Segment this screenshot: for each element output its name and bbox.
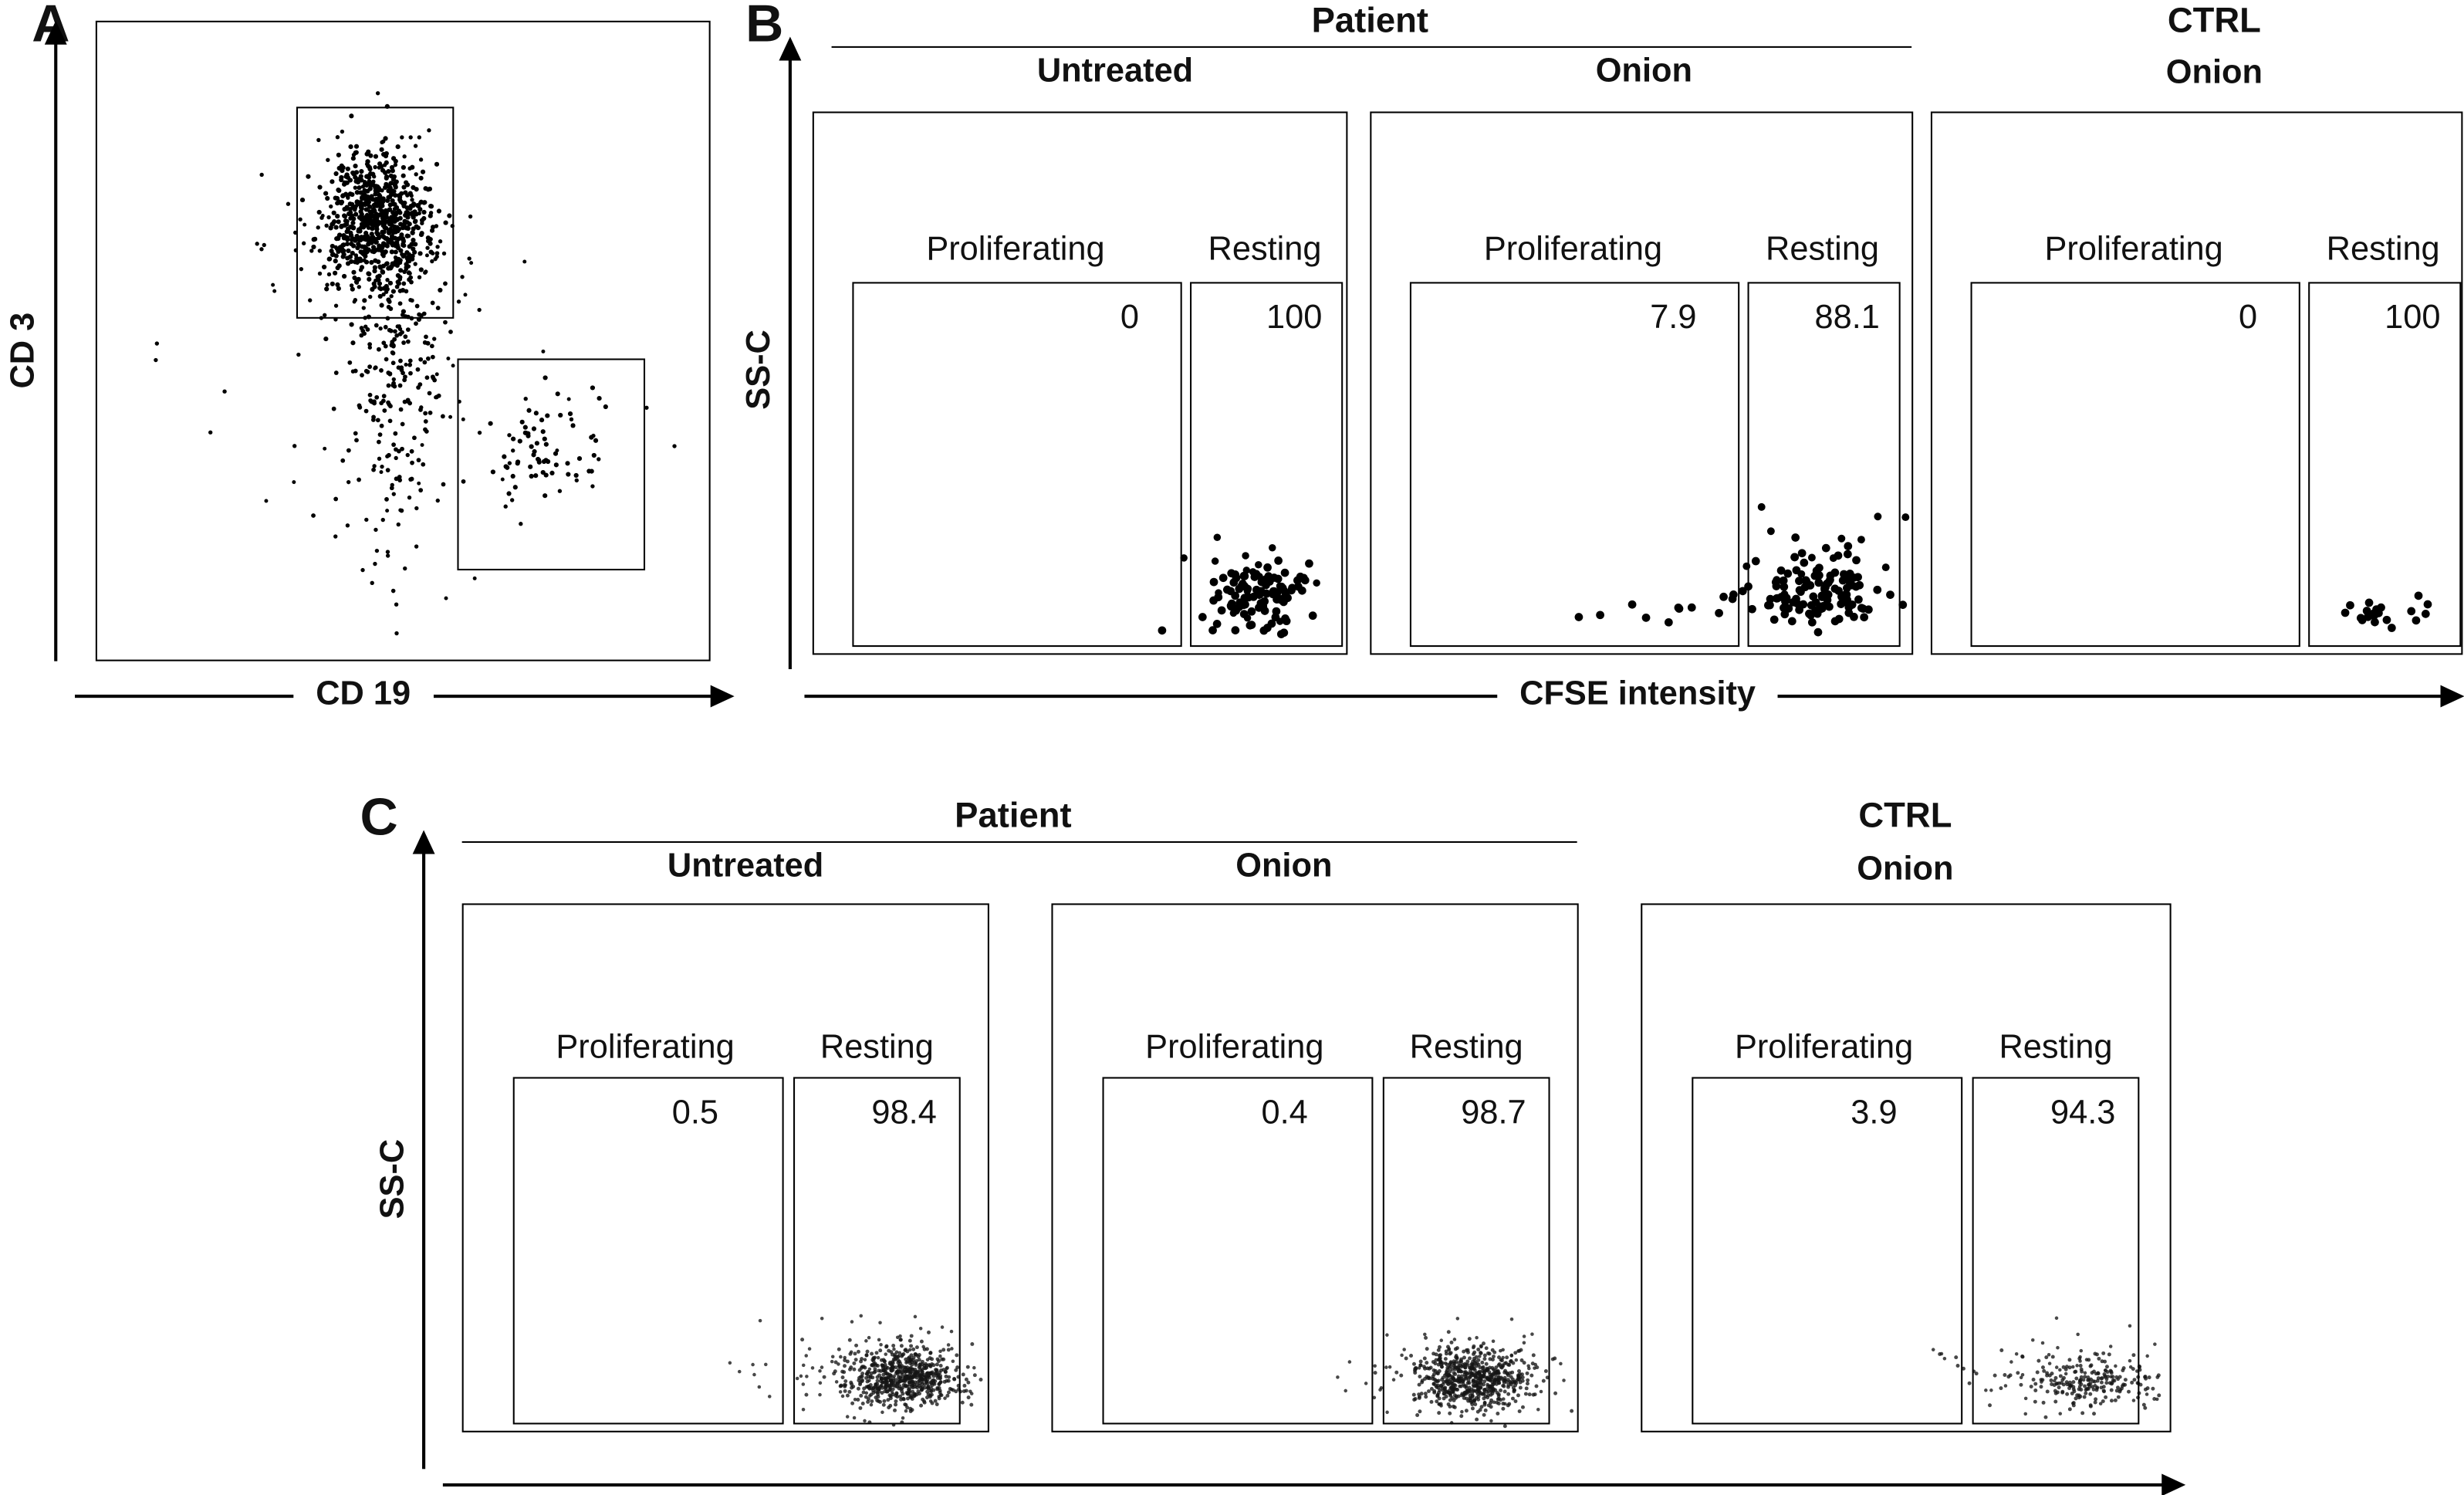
gate-label-resting: Resting	[1208, 231, 1322, 268]
panel-c-patient-underline	[461, 841, 1577, 844]
panel-a-x-axis-label: CD 19	[293, 675, 434, 714]
panel-a-y-axis-arrow	[43, 20, 66, 661]
panel-c-y-axis-arrow	[411, 830, 434, 1470]
proliferating-value: 0.4	[1261, 1094, 1308, 1131]
scatter-dots	[1158, 533, 1320, 638]
panel-c-x-axis-arrow	[442, 1473, 2186, 1495]
resting-value: 100	[1266, 299, 1323, 337]
proliferating-gate: 0	[852, 282, 1182, 648]
gate-label-proliferating: Proliferating	[2044, 231, 2223, 268]
resting-value: 88.1	[1814, 299, 1880, 337]
resting-gate: 100	[1190, 282, 1344, 648]
panel-b-y-axis-arrow	[778, 36, 801, 670]
scatter-dots	[1574, 502, 1910, 637]
panel-b-patient-underline	[831, 46, 1912, 48]
resting-gate: 94.3	[1972, 1077, 2140, 1425]
panel-b-condition-untreated: Untreated	[1036, 52, 1194, 90]
flow-plot-b-ctrl-onion: Proliferating Resting 0 100	[1930, 111, 2463, 655]
panel-c-condition-untreated: Untreated	[667, 847, 824, 884]
proliferating-value: 7.9	[1650, 299, 1697, 337]
resting-gate: 98.4	[793, 1077, 961, 1425]
resting-gate: 98.7	[1382, 1077, 1550, 1425]
proliferating-value: 3.9	[1851, 1094, 1898, 1131]
proliferating-gate: 7.9	[1409, 282, 1740, 648]
resting-value: 98.7	[1461, 1094, 1526, 1131]
gate-label-resting: Resting	[1409, 1029, 1523, 1067]
flow-plot-b-patient-onion: Proliferating Resting 7.9 88.1	[1370, 111, 1914, 655]
panel-c-patient-header: Patient	[955, 795, 1072, 835]
proliferating-gate: 0.5	[512, 1077, 784, 1425]
flow-plot-b-patient-untreated: Proliferating Resting 0 100	[812, 111, 1348, 655]
panel-a-gate	[296, 107, 455, 319]
scatter-dots	[1931, 1316, 2161, 1419]
panel-a-plot	[95, 20, 711, 661]
gate-label-proliferating: Proliferating	[1145, 1029, 1324, 1067]
panel-c-ctrl-header: CTRL	[1858, 795, 1952, 835]
proliferating-value: 0	[2238, 299, 2258, 337]
panel-c-y-axis-label: SS-C	[374, 1138, 411, 1219]
proliferating-gate: 3.9	[1692, 1077, 1963, 1425]
scatter-dots	[728, 1314, 983, 1427]
gate-label-proliferating: Proliferating	[1483, 231, 1663, 268]
gate-label-resting: Resting	[1999, 1029, 2113, 1067]
gate-label-resting: Resting	[820, 1029, 934, 1067]
gate-label-proliferating: Proliferating	[1734, 1029, 1914, 1067]
panel-b-ctrl-header: CTRL	[2167, 0, 2261, 40]
panel-c-condition-onion: Onion	[1235, 847, 1333, 884]
resting-gate: 88.1	[1747, 282, 1901, 648]
resting-value: 100	[2385, 299, 2441, 337]
gate-label-resting: Resting	[2326, 231, 2440, 268]
flow-plot-c-ctrl-onion: Proliferating Resting 3.9 94.3	[1641, 903, 2172, 1432]
flow-plot-c-patient-onion: Proliferating Resting 0.4 98.7	[1051, 903, 1579, 1432]
resting-value: 94.3	[2050, 1094, 2116, 1131]
gate-label-proliferating: Proliferating	[556, 1029, 735, 1067]
panel-a-scatter-dots	[154, 91, 677, 636]
panel-c-condition-ctrl-onion: Onion	[1857, 851, 1954, 888]
panel-b-label: B	[745, 0, 784, 53]
panel-a-gate	[457, 358, 645, 570]
proliferating-value: 0	[1120, 299, 1139, 337]
panel-c-label: C	[360, 786, 398, 847]
panel-b-patient-header: Patient	[1311, 0, 1429, 40]
flow-plot-c-patient-untreated: Proliferating Resting 0.5 98.4	[461, 903, 989, 1432]
scatter-dots	[1336, 1317, 1574, 1429]
scatter-dots	[2341, 591, 2432, 632]
proliferating-gate: 0	[1970, 282, 2300, 648]
panel-a-y-axis-label: CD 3	[5, 312, 42, 389]
panel-b-x-axis-label: CFSE intensity	[1497, 675, 1778, 714]
gate-label-proliferating: Proliferating	[926, 231, 1105, 268]
gate-label-resting: Resting	[1766, 231, 1880, 268]
resting-value: 98.4	[871, 1094, 937, 1131]
resting-gate: 100	[2308, 282, 2462, 648]
proliferating-value: 0.5	[671, 1094, 718, 1131]
panel-b-condition-ctrl-onion: Onion	[2165, 54, 2263, 91]
panel-b-y-axis-label: SS-C	[740, 330, 778, 410]
proliferating-gate: 0.4	[1102, 1077, 1374, 1425]
panel-b-condition-onion: Onion	[1595, 52, 1692, 90]
